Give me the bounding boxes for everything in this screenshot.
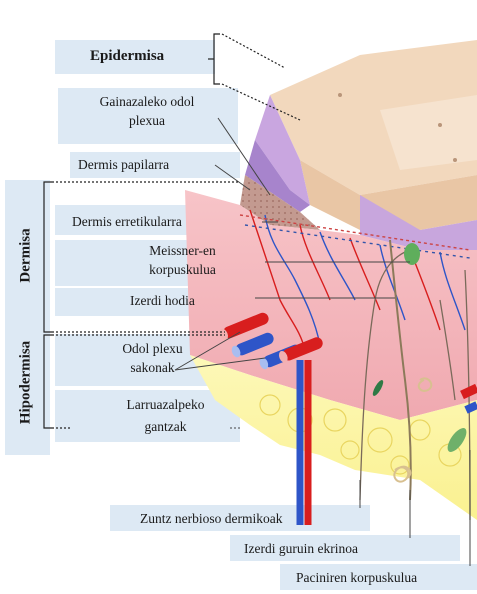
superficial-plexus-label-line1: Gainazaleko odol <box>62 93 232 110</box>
deep-plexus-label-line2: sakonak <box>100 359 205 376</box>
papillary-dermis-label: Dermis papilarra <box>78 156 169 173</box>
sweat-duct-label: Izerdi hodia <box>130 292 195 309</box>
superficial-plexus-label-line2: plexua <box>62 112 232 129</box>
deep-plexus-label-line1: Odol plexu <box>100 340 205 357</box>
subcutaneous-fat-label-line1: Larruazalpeko <box>93 396 238 413</box>
subcutaneous-fat-label-line2: gantzak <box>93 418 238 435</box>
pacinian-corpuscle-label: Paciniren korpuskulua <box>296 569 417 586</box>
dermis-layer-label: Dermisa <box>18 216 35 296</box>
dermal-nerve-fibers-label: Zuntz nerbioso dermikoak <box>140 510 282 527</box>
hypodermis-layer-label: Hipodermisa <box>18 331 35 435</box>
meissner-label-line2: korpuskulua <box>100 261 265 278</box>
epidermis-label: Epidermisa <box>90 48 164 65</box>
eccrine-sweat-gland-label: Izerdi guruin ekrinoa <box>244 540 358 557</box>
meissner-label-line1: Meissner-en <box>100 242 265 259</box>
reticular-dermis-label: Dermis erretikularra <box>72 213 182 230</box>
